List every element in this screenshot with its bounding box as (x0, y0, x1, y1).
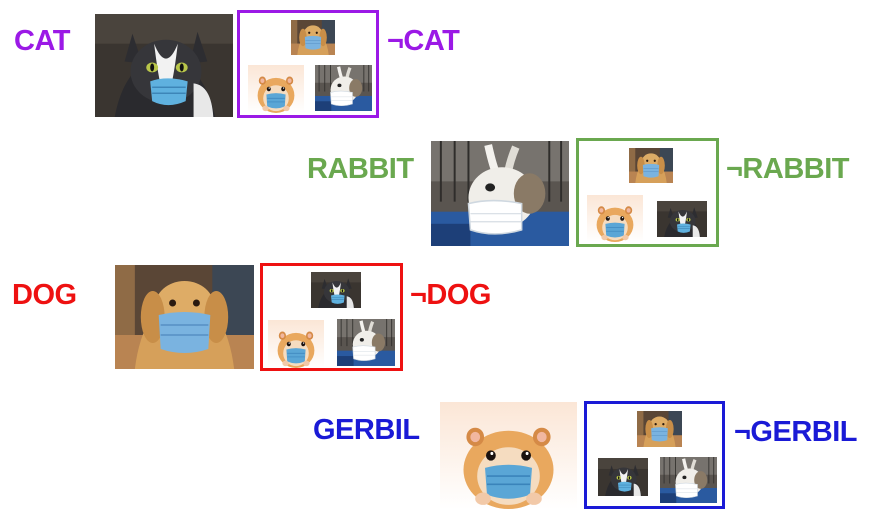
label-gerbil: GERBIL (313, 414, 420, 446)
thumb-cat (598, 458, 648, 496)
label-cat: CAT (14, 25, 70, 57)
rabbit-in-mask-image (431, 141, 569, 246)
label-not-cat: ¬CAT (387, 25, 460, 57)
thumb-hamster (268, 320, 324, 368)
cat-photo (95, 14, 233, 117)
thumb-dog (629, 148, 673, 183)
thumb-hamster (248, 65, 304, 113)
label-not-gerbil: ¬GERBIL (734, 416, 858, 448)
not-gerbil-box (584, 401, 725, 509)
thumb-rabbit (337, 319, 395, 366)
hamster-in-mask-image (440, 402, 577, 509)
label-dog: DOG (12, 279, 77, 311)
thumb-cat (311, 272, 361, 308)
not-dog-box (260, 263, 403, 371)
label-rabbit: RABBIT (307, 153, 414, 185)
not-cat-box (237, 10, 379, 118)
dog-photo (115, 265, 254, 369)
rabbit-photo (431, 141, 569, 246)
label-not-rabbit: ¬RABBIT (726, 153, 849, 185)
thumb-dog (291, 20, 335, 55)
cat-in-mask-image (95, 14, 233, 117)
dog-in-mask-image (115, 265, 254, 369)
thumb-hamster (587, 195, 643, 242)
label-not-dog: ¬DOG (410, 279, 492, 311)
gerbil-photo (440, 402, 577, 509)
thumb-cat (657, 201, 707, 237)
thumb-rabbit (315, 65, 372, 111)
not-rabbit-box (576, 138, 719, 247)
thumb-dog (637, 411, 682, 447)
thumb-rabbit (660, 457, 717, 503)
